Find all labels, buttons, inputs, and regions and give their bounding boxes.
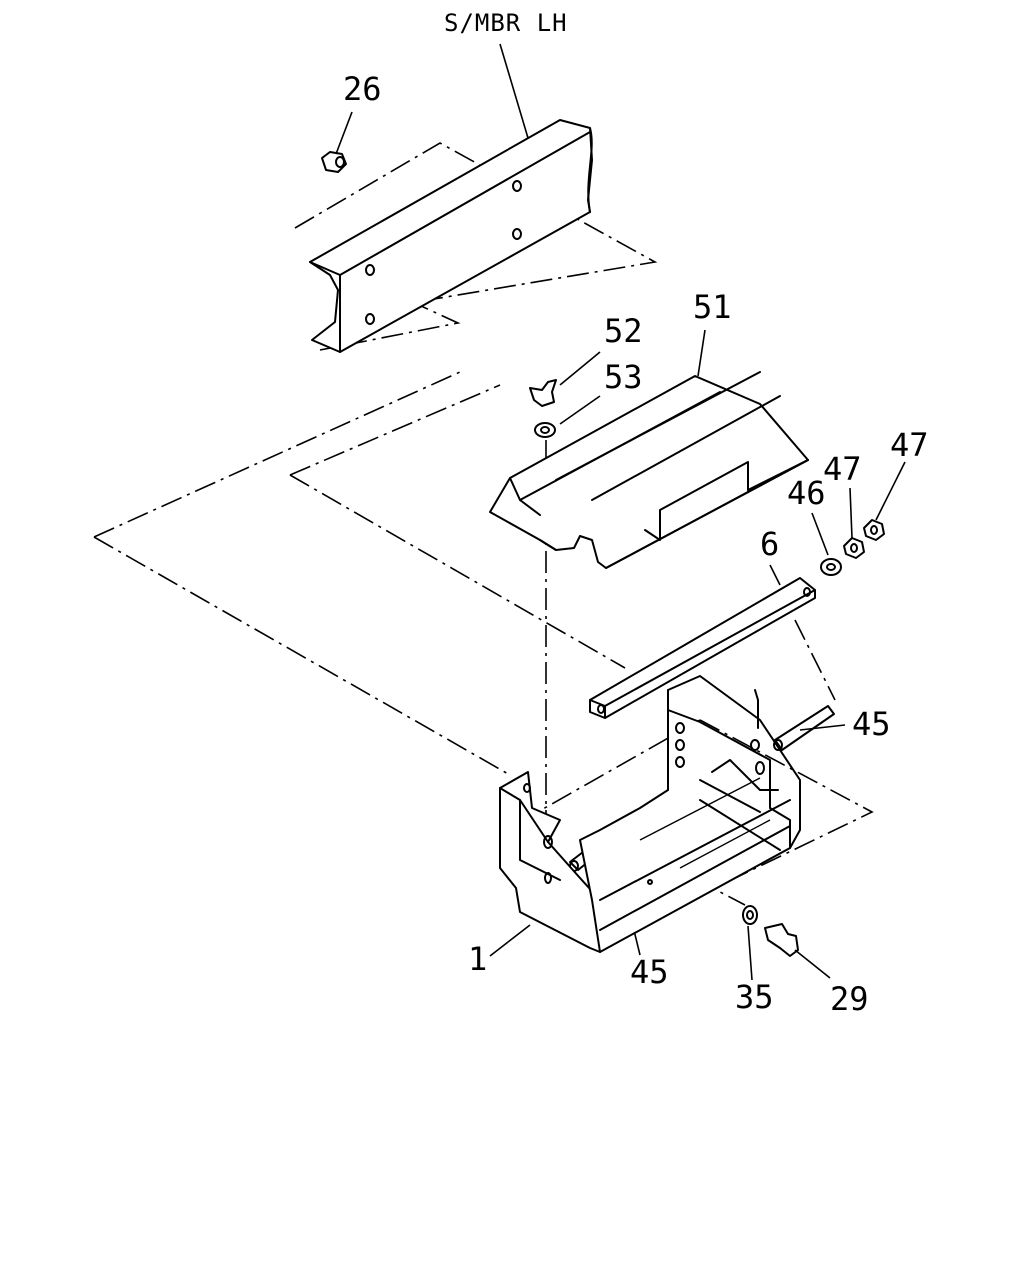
part-26-flange-nut [321,151,347,173]
part-52-wing-nut [529,379,557,407]
leader-52 [559,351,601,386]
side-member-leader [499,43,529,139]
part-51-battery-cover [489,371,809,569]
label-45-left: 45 [630,953,669,991]
leader-47-inner [849,487,853,539]
label-52: 52 [604,312,643,350]
leader-1 [489,924,531,957]
label-47-inner: 47 [823,450,862,488]
leader-6 [769,564,781,586]
part-6-hold-down-bar [589,577,816,719]
label-1: 1 [468,940,487,978]
label-47-outer: 47 [890,426,929,464]
part-35-washer [742,905,758,925]
label-46: 46 [787,474,826,512]
part-47-nut-inner [843,537,865,559]
label-29: 29 [830,980,869,1018]
label-6: 6 [760,525,779,563]
part-29-bolt [764,923,799,957]
part-45-j-bolt-right [773,705,835,751]
leader-35 [747,925,753,981]
assembly-phantom-lines [93,142,874,906]
leader-53 [559,395,601,425]
side-member-frame-rail [309,119,593,353]
leader-46 [811,512,829,556]
part-53-washer [534,422,556,438]
part-47-nut-outer [863,519,885,541]
leader-47-outer [875,461,906,521]
label-51: 51 [693,288,732,326]
leader-29 [794,949,831,979]
label-45-right: 45 [852,705,891,743]
leader-51 [697,329,706,377]
label-53: 53 [604,358,643,396]
part-1-battery-tray [499,675,801,953]
label-26: 26 [343,70,382,108]
side-member-title: S/MBR LH [444,9,568,37]
leader-26 [335,111,353,155]
label-35: 35 [735,978,774,1016]
leader-45-right [799,724,846,731]
part-46-washer [820,558,842,576]
